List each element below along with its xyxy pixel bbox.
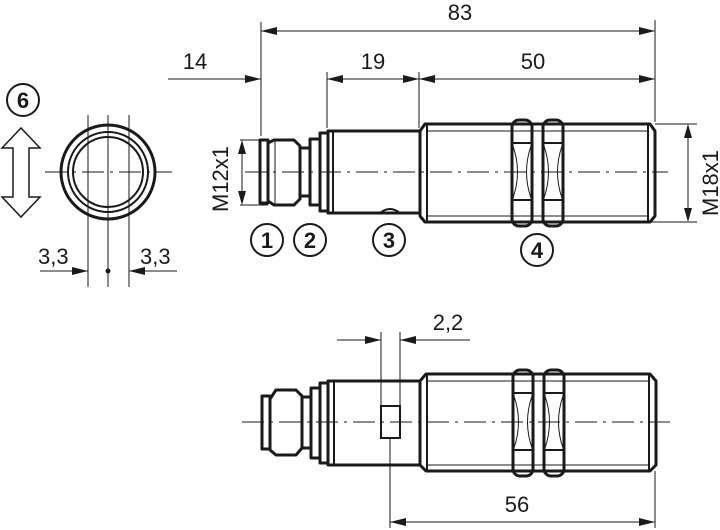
svg-text:4: 4: [531, 238, 544, 263]
dim-50: [419, 75, 655, 83]
dim-14: [168, 75, 261, 83]
dim-m18-label: M18x1: [698, 150, 720, 216]
svg-text:2: 2: [304, 228, 316, 253]
svg-text:3: 3: [383, 228, 395, 253]
dim-14-label: 14: [183, 49, 207, 74]
callout-2: 2: [293, 223, 327, 257]
dim-end-left: 3,3: [38, 244, 69, 269]
top-side-view: [245, 118, 668, 228]
callout-4: 4: [520, 233, 554, 267]
dim-2-2-label: 2,2: [433, 310, 464, 335]
svg-text:1: 1: [261, 228, 273, 253]
dim-m12: [238, 139, 268, 206]
dim-2-2: [337, 332, 470, 406]
dim-83: [261, 27, 655, 35]
dim-56-label: 56: [505, 492, 529, 517]
svg-text:6: 6: [17, 88, 29, 113]
callout-6: 6: [6, 83, 40, 117]
dim-56: [389, 438, 656, 528]
callout-3: 3: [372, 223, 406, 257]
bottom-side-view: [242, 368, 670, 478]
double-arrow-icon: [0, 126, 42, 219]
dim-83-label: 83: [448, 0, 472, 25]
callout-1: 1: [250, 223, 284, 257]
dim-m12-label: M12x1: [208, 146, 233, 212]
dim-50-label: 50: [521, 49, 545, 74]
dim-end-right: 3,3: [140, 244, 171, 269]
end-view: [40, 115, 177, 287]
dim-19-label: 19: [361, 49, 385, 74]
dim-19: [327, 75, 419, 83]
dim-m18: [650, 123, 697, 223]
